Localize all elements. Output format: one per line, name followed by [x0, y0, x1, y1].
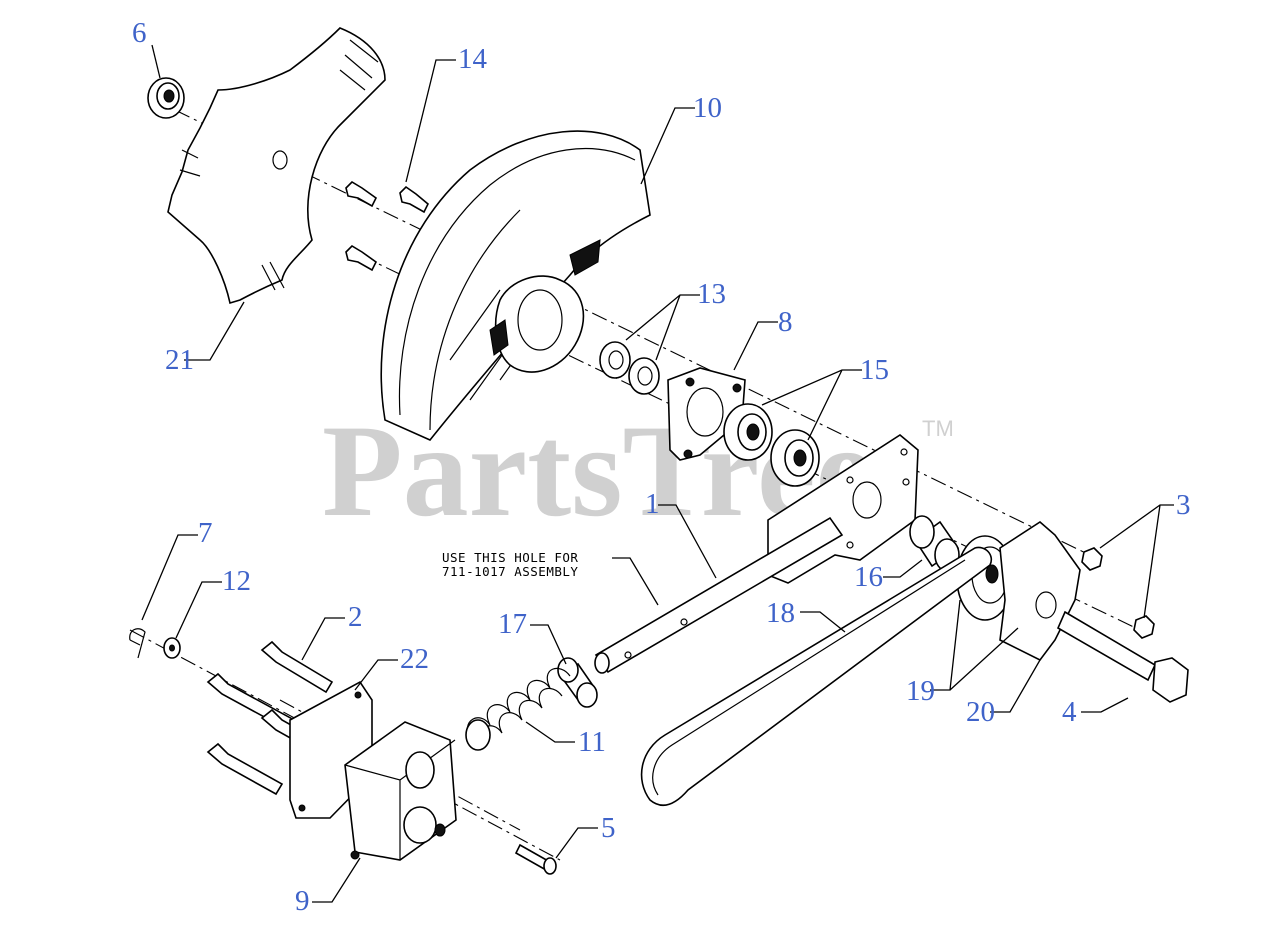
- bearing-flange-part: [667, 367, 746, 461]
- tension-block-part: [344, 721, 457, 861]
- callout-20: 20: [966, 696, 995, 728]
- blade-disc-part: [167, 27, 386, 305]
- spring-part: [465, 667, 571, 751]
- callout-16: 16: [854, 561, 883, 593]
- callout-15: 15: [860, 354, 889, 386]
- callout-12: 12: [222, 565, 251, 597]
- callout-10: 10: [693, 92, 722, 124]
- idler-bracket-part: [999, 521, 1081, 662]
- spacer-part: [909, 515, 960, 572]
- callout-18: 18: [766, 597, 795, 629]
- note-line-1: USE THIS HOLE FOR: [442, 550, 578, 565]
- callout-21: 21: [165, 344, 194, 376]
- hex-nut-parts: [1081, 547, 1155, 639]
- note-line-2: 711-1017 ASSEMBLY: [442, 564, 578, 579]
- callout-2: 2: [348, 601, 363, 633]
- callout-13: 13: [697, 278, 726, 310]
- flat-washer-part: [163, 637, 181, 659]
- shaft-part: [594, 516, 844, 674]
- callout-labels: 6 14 10 13 8 15 21 3 1 7 16 12 18 2 17 2…: [132, 17, 1191, 917]
- drive-belt-part: [640, 546, 993, 806]
- hair-pin-clip-part: [129, 628, 146, 659]
- callout-14: 14: [458, 43, 488, 75]
- callout-4: 4: [1062, 696, 1077, 728]
- washer-parts-13: [599, 341, 660, 395]
- callout-1: 1: [645, 488, 660, 520]
- watermark-trademark: TM: [922, 416, 954, 441]
- callout-5: 5: [601, 812, 616, 844]
- callout-19: 19: [906, 675, 935, 707]
- bushing-part: [557, 657, 598, 708]
- callout-17: 17: [498, 608, 527, 640]
- shoulder-bolt-parts: [345, 180, 429, 272]
- bearing-parts-15: [723, 403, 820, 487]
- callout-6: 6: [132, 17, 147, 49]
- flange-nut-part: [147, 77, 185, 119]
- assembly-note: USE THIS HOLE FOR 711-1017 ASSEMBLY: [442, 550, 578, 579]
- drum-housing-part: [380, 130, 651, 441]
- hex-bolt-part: [1056, 610, 1189, 703]
- clevis-pin-part: [514, 843, 557, 875]
- callout-3: 3: [1176, 489, 1191, 521]
- callout-11: 11: [578, 726, 606, 758]
- callout-7: 7: [198, 517, 213, 549]
- callout-22: 22: [400, 643, 429, 675]
- callout-9: 9: [295, 885, 310, 917]
- leader-lines: [141, 44, 1174, 903]
- callout-8: 8: [778, 306, 793, 338]
